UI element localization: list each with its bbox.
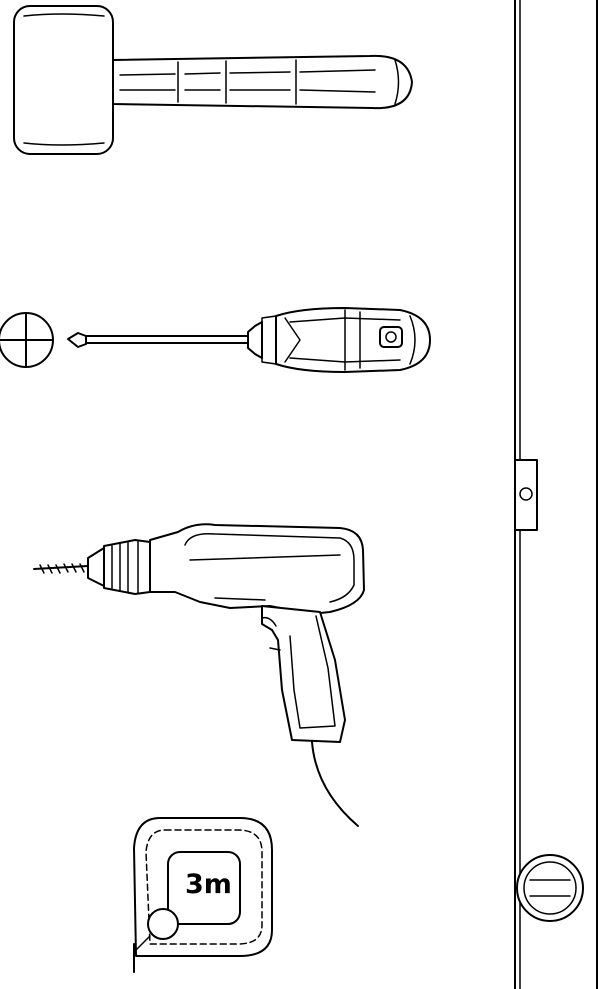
tape-measure-label: 3m: [185, 869, 232, 900]
spirit-level-icon: [514, 0, 598, 989]
phillips-screw-icon: [0, 312, 54, 368]
phillips-screwdriver-icon: [67, 307, 431, 373]
tape-measure-icon: 3m: [133, 817, 273, 973]
mallet-icon: [13, 5, 413, 155]
electric-drill-icon: [33, 523, 365, 827]
